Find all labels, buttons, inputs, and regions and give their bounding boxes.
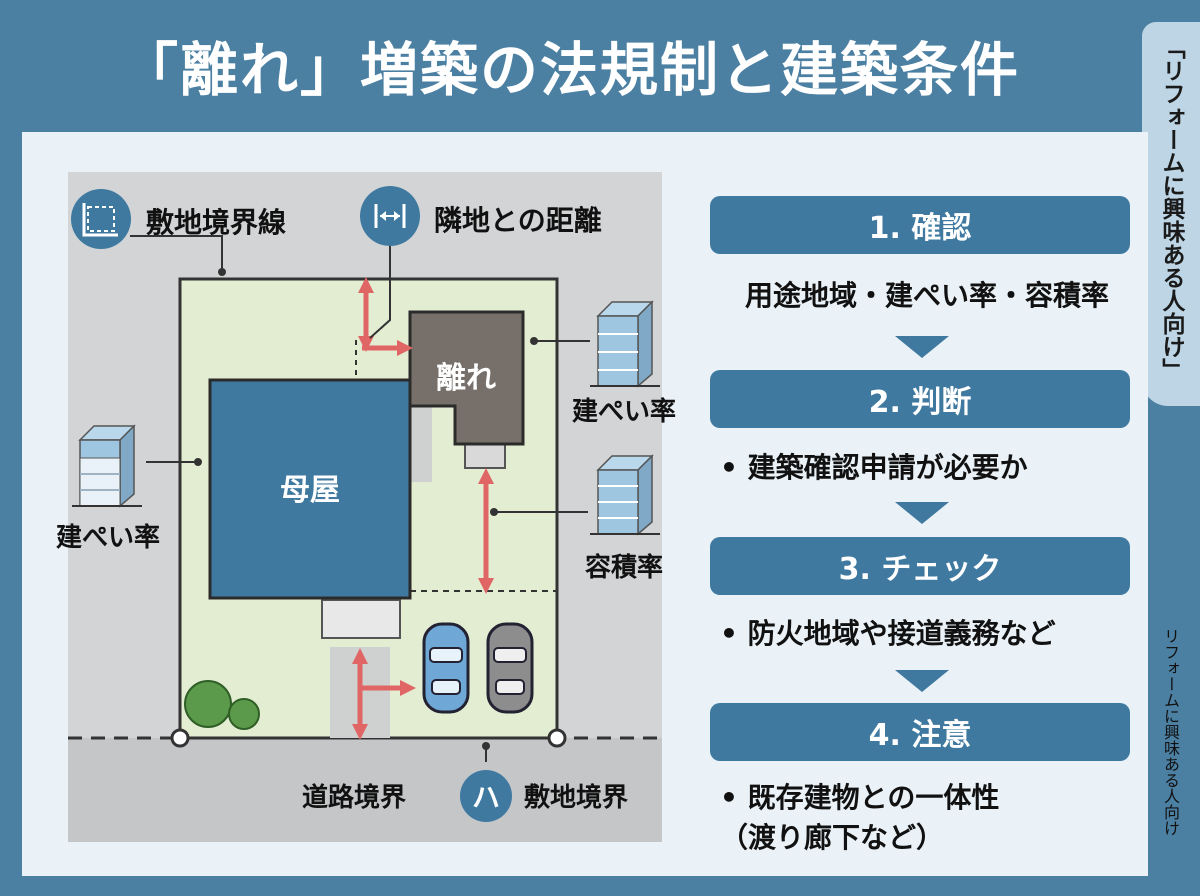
site-boundary-icon bbox=[460, 770, 512, 822]
step-2-desc: • 建築確認申請が必要か bbox=[720, 451, 1028, 484]
boundary-frame-icon bbox=[71, 189, 131, 249]
annex bbox=[408, 310, 525, 446]
distance-arrows-icon bbox=[360, 186, 420, 246]
step-1-desc: 用途地域・建ぺい率・容積率 bbox=[744, 279, 1109, 312]
site-boundary-icon-glyph: ハ bbox=[472, 781, 500, 814]
car-icon bbox=[422, 622, 470, 714]
neighbor-distance-label: 隣地との距離 bbox=[434, 204, 602, 237]
walkway bbox=[410, 402, 432, 482]
step-arrow bbox=[895, 670, 949, 692]
audience-note: リフォームに興味ある人向け bbox=[1161, 628, 1180, 836]
boundary-node bbox=[170, 728, 190, 748]
floor-area-ratio-label: 容積率 bbox=[585, 552, 663, 583]
step-4-desc-note: （渡り廊下など） bbox=[720, 821, 945, 854]
step-4-desc: • 既存建物との一体性 bbox=[720, 781, 1000, 814]
main-house bbox=[208, 378, 412, 600]
main-house-label: 母屋 bbox=[280, 473, 340, 508]
step-3-desc: • 防火地域や接道義務など bbox=[720, 617, 1056, 650]
boundary-line-label: 敷地境界線 bbox=[146, 206, 286, 239]
annex-label: 離れ bbox=[436, 361, 496, 396]
main-house-entry bbox=[321, 599, 401, 639]
tree-icon bbox=[184, 680, 260, 730]
page-title: 「離れ」増築の法規制と建築条件 bbox=[119, 36, 1020, 104]
step-2: 2. 判断 bbox=[710, 370, 1130, 428]
coverage-label-left: 建ぺい率 bbox=[56, 522, 160, 553]
building-icon bbox=[590, 300, 660, 388]
leader-line bbox=[369, 244, 391, 339]
audience-tab: 「リフォームに興味ある人向け」 bbox=[1142, 22, 1200, 406]
leader-line bbox=[130, 235, 223, 272]
boundary-node bbox=[547, 728, 567, 748]
step-arrow bbox=[895, 502, 949, 524]
step-3: 3. チェック bbox=[710, 537, 1130, 595]
step-4: 4. 注意 bbox=[710, 703, 1130, 761]
road-area bbox=[68, 738, 662, 842]
road-boundary-label: 道路境界 bbox=[302, 782, 406, 813]
building-icon bbox=[72, 424, 142, 508]
audience-tab-text: 「リフォームに興味ある人向け」 bbox=[1158, 36, 1184, 381]
coverage-label-right: 建ぺい率 bbox=[572, 396, 676, 427]
step-arrow bbox=[895, 336, 949, 358]
step-1: 1. 確認 bbox=[710, 196, 1130, 254]
site-boundary-label: 敷地境界 bbox=[524, 782, 628, 813]
building-icon bbox=[590, 454, 660, 536]
car-icon bbox=[486, 622, 534, 714]
